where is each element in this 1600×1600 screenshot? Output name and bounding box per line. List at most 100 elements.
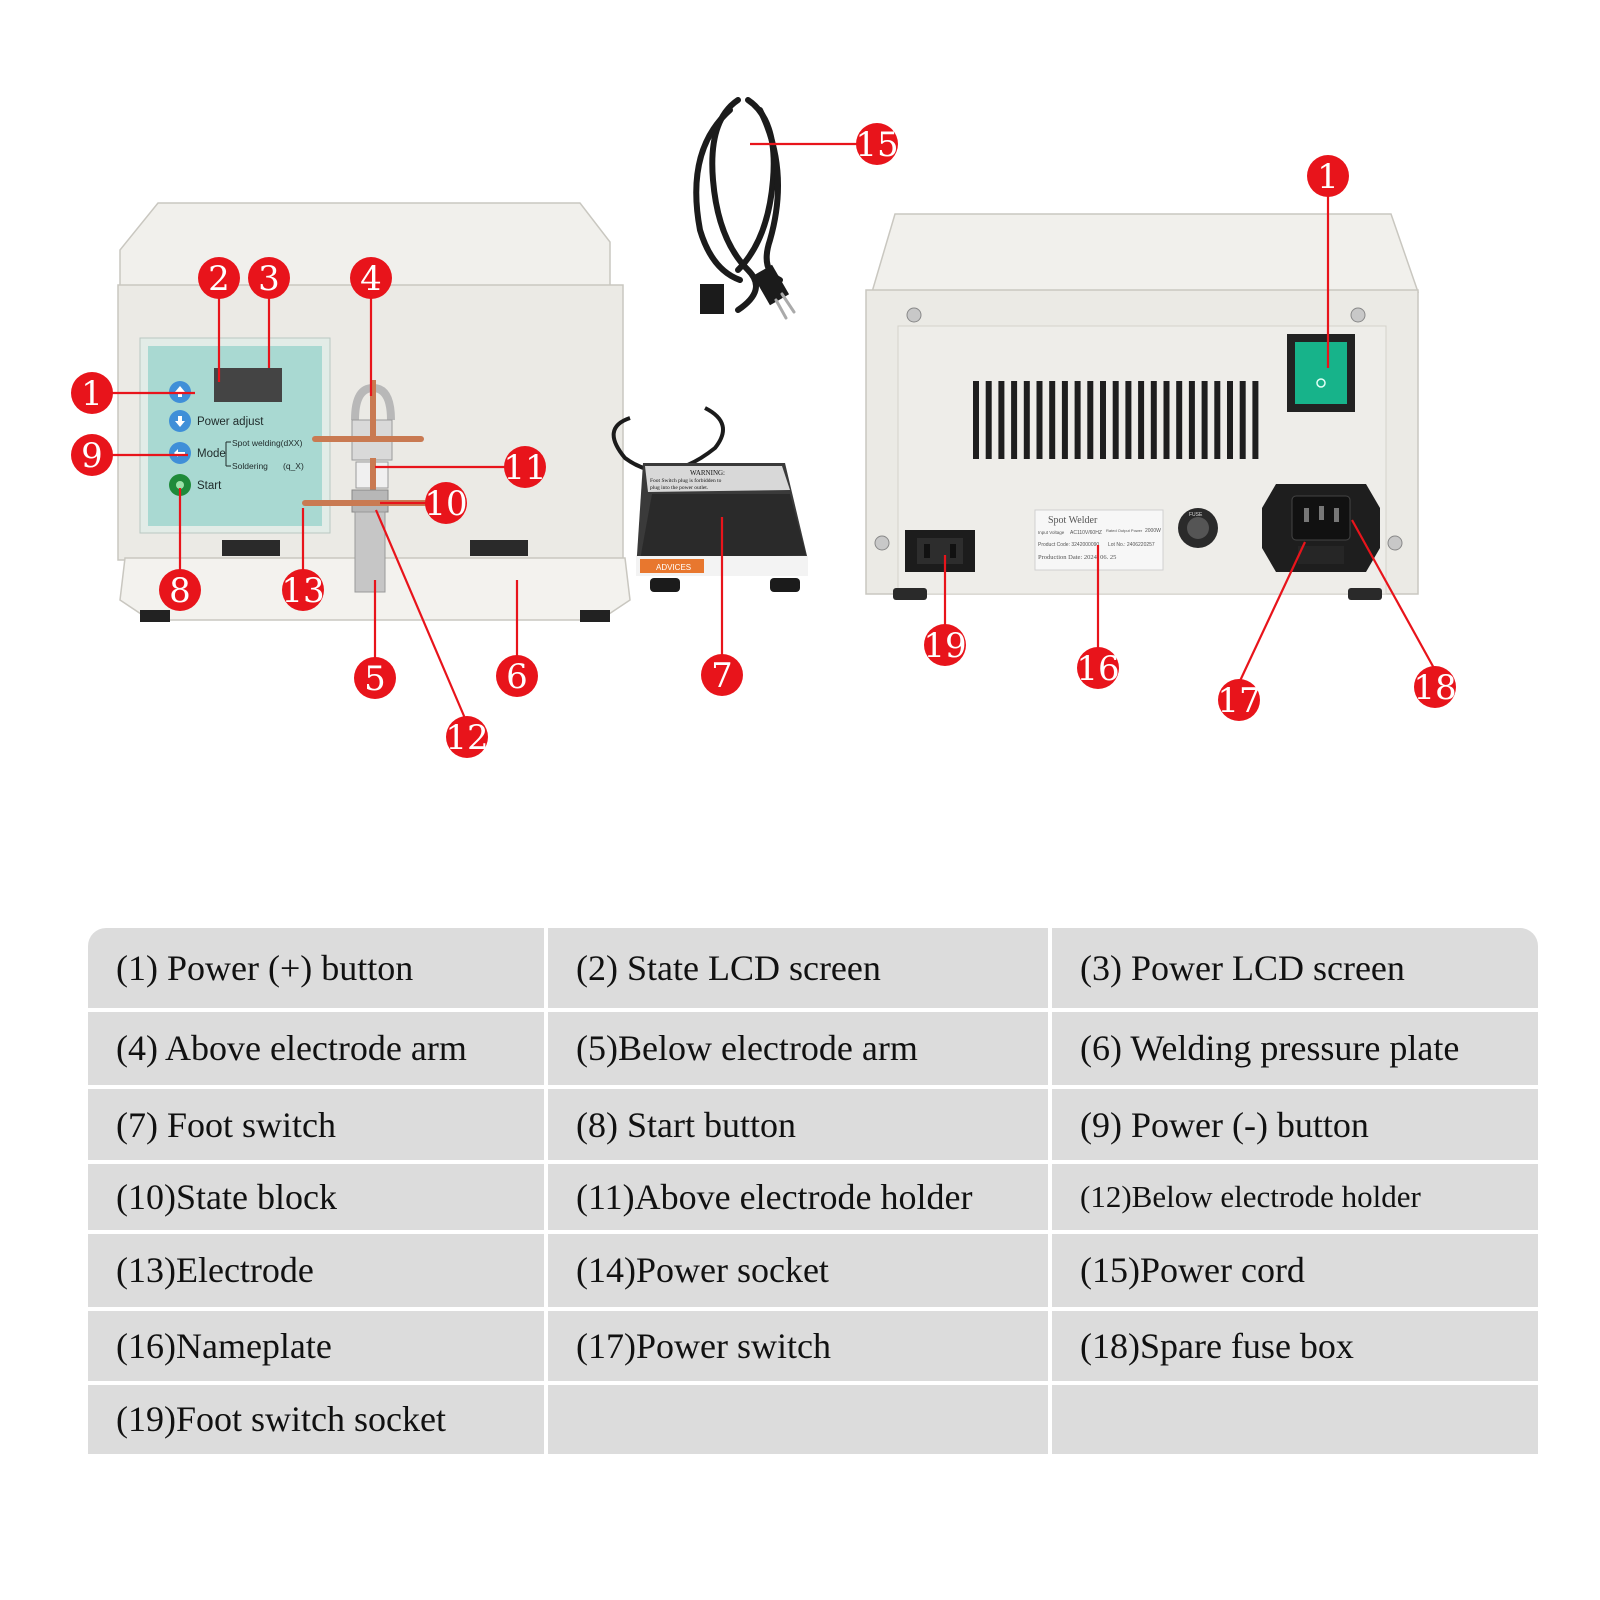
spot-welding-label: Spot welding(dXX) [232, 438, 303, 448]
callout-number: 2 [208, 259, 230, 299]
legend-row: (10)State block(11)Above electrode holde… [88, 1164, 1538, 1230]
callout-badge: 18 [1413, 666, 1457, 708]
fuse-label: FUSE [1189, 512, 1203, 518]
production-date: Production Date: 2024. 06. 25 [1038, 554, 1116, 561]
legend-cell: (10)State block [88, 1164, 544, 1230]
callout-number: 1 [81, 374, 103, 414]
front-unit: Power adjust Mode Spot welding(dXX) Sold… [117, 202, 631, 622]
legend-cell: (15)Power cord [1052, 1233, 1538, 1308]
callout-circle [504, 446, 546, 488]
foot-switch: WARNING: Foot Switch plug is forbidden t… [611, 406, 808, 592]
vent-slot [1188, 381, 1195, 459]
callout-badge: 4 [350, 257, 392, 299]
product-code: Product Code: 3242000090 [1038, 542, 1099, 548]
legend-cell: (4) Above electrode arm [88, 1011, 544, 1086]
vent-slot [1011, 381, 1018, 459]
callout-badge: 7 [701, 654, 743, 696]
legend-cell: (2) State LCD screen [548, 928, 1048, 1008]
control-panel: Power adjust Mode Spot welding(dXX) Sold… [139, 337, 331, 534]
vent-slot [1125, 381, 1132, 459]
back-unit: Spot Welder Input Voltage AC110V/60HZ Ra… [865, 213, 1420, 600]
callout-number: 7 [711, 656, 733, 696]
vent-slot [1100, 381, 1106, 459]
vent-slot [985, 381, 992, 459]
callout-badge: 8 [159, 569, 201, 611]
callout-circle [282, 569, 324, 611]
callout-badge: 1 [71, 372, 113, 414]
callout-number: 18 [1413, 668, 1456, 708]
rated-output-value: 2000W [1145, 528, 1161, 534]
parts-legend-table: (1) Power (+) button(2) State LCD screen… [84, 924, 1542, 1458]
legend-row: (16)Nameplate(17)Power switch(18)Spare f… [88, 1311, 1538, 1381]
callout-number: 6 [506, 657, 528, 697]
arrow-up-icon [175, 386, 185, 397]
callout-badge: 12 [445, 716, 489, 758]
advices-label: ADVICES [656, 563, 691, 572]
callout-badge: 9 [71, 434, 113, 476]
callout-badge: 2 [198, 257, 240, 299]
vent-slot [1036, 381, 1043, 459]
legend-row: (7) Foot switch(8) Start button(9) Power… [88, 1089, 1538, 1161]
callout-circle [856, 123, 898, 165]
legend-cell: (6) Welding pressure plate [1052, 1011, 1538, 1086]
callout-badge: 17 [1217, 679, 1261, 721]
legend-cell: (9) Power (-) button [1052, 1089, 1538, 1161]
vent-slot [1150, 381, 1157, 459]
callout-number: 4 [360, 259, 382, 299]
warning-line-1: Foot Switch plug is forbidden to [650, 477, 722, 484]
lcd-screen [214, 368, 282, 402]
callout-badge: 13 [281, 569, 325, 611]
vent-slot [1201, 381, 1208, 459]
legend-row: (13)Electrode(14)Power socket(15)Power c… [88, 1233, 1538, 1308]
callout-badge: 16 [1076, 647, 1120, 689]
fuse-holder: FUSE [1178, 508, 1218, 548]
callout-number: 9 [81, 436, 103, 476]
callout-circle [425, 482, 467, 524]
vent-slot [1163, 381, 1170, 459]
callout-circle [924, 624, 966, 666]
legend-cell: (16)Nameplate [88, 1311, 544, 1381]
callout-circle [248, 257, 290, 299]
vent-slot [1252, 381, 1259, 459]
legend-cell: (8) Start button [548, 1089, 1048, 1161]
vent-slot [973, 381, 979, 459]
callout-circle [159, 569, 201, 611]
legend-cell: (13)Electrode [88, 1233, 544, 1308]
vent-slot [1023, 381, 1030, 459]
callout-number: 16 [1076, 649, 1119, 689]
callout-badge: 19 [923, 624, 967, 666]
legend-cell: (11)Above electrode holder [548, 1164, 1048, 1230]
callout-badge: 10 [424, 482, 468, 524]
callout-number: 17 [1217, 681, 1260, 721]
product-diagram: Power adjust Mode Spot welding(dXX) Sold… [71, 97, 1457, 758]
legend-cell: (3) Power LCD screen [1052, 928, 1538, 1008]
legend-cell: (17)Power switch [548, 1311, 1048, 1381]
legend-row: (1) Power (+) button(2) State LCD screen… [88, 928, 1538, 1008]
callout-number: 12 [445, 718, 488, 758]
callout-circle [198, 257, 240, 299]
vent-slot [1214, 381, 1221, 459]
vent-slot [1049, 381, 1056, 459]
power-cord [693, 97, 796, 320]
vent-slot [1138, 381, 1145, 459]
callout-badge: 11 [503, 446, 547, 488]
legend-cell: (14)Power socket [548, 1233, 1048, 1308]
vent-slot [1061, 381, 1068, 459]
callout-circle [71, 372, 113, 414]
callout-number: 3 [258, 259, 280, 299]
input-voltage-label: Input Voltage [1038, 530, 1065, 535]
power-adjust-label: Power adjust [197, 416, 264, 428]
callout-badge: 3 [248, 257, 290, 299]
legend-cell: (19)Foot switch socket [88, 1384, 544, 1454]
vent-slot [1227, 381, 1233, 459]
legend-cell: (1) Power (+) button [88, 928, 544, 1008]
vent-slot [1176, 381, 1183, 459]
vent-slot [998, 381, 1005, 459]
callout-number: 10 [424, 484, 467, 524]
callout-badge: 5 [354, 657, 396, 699]
legend-row: (19)Foot switch socket [88, 1384, 1538, 1454]
legend-cell [1052, 1384, 1538, 1454]
legend-cell [548, 1384, 1048, 1454]
callout-circle [1414, 666, 1456, 708]
